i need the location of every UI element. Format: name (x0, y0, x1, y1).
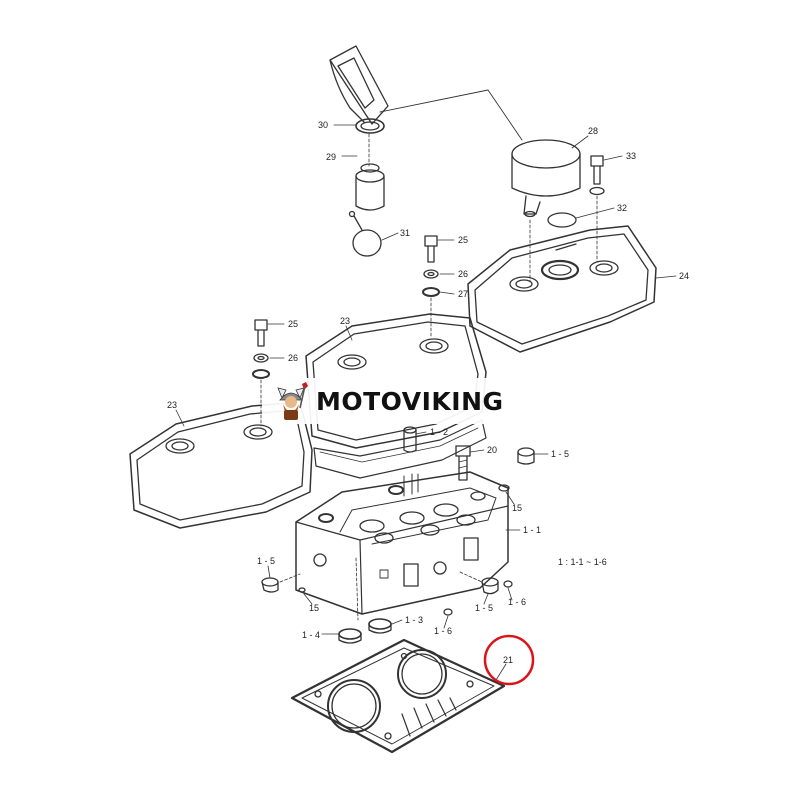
label-1-5-top: 1 - 5 (551, 449, 569, 459)
cover-bolt-upper (422, 235, 440, 297)
label-30: 30 (318, 120, 328, 130)
brand-name: MOTOVIKING (316, 386, 504, 416)
small-ring-bottom (443, 608, 453, 616)
label-27: 27 (458, 289, 468, 299)
label-23-left: 23 (167, 400, 177, 410)
highlight-circle (483, 634, 535, 686)
label-1-1: 1 - 1 (523, 525, 541, 535)
label-24: 24 (679, 271, 689, 281)
label-26-upper: 26 (458, 269, 468, 279)
label-25-lower: 25 (288, 319, 298, 329)
label-1-5-left: 1 - 5 (257, 556, 275, 566)
hose-clamp (355, 118, 385, 134)
cylinder-head (295, 471, 509, 615)
label-1-6-right: 1 - 6 (508, 597, 526, 607)
seal-ring (547, 212, 577, 228)
ratio-note: 1 : 1-1 ~ 1-6 (558, 557, 607, 567)
label-1-4: 1 - 4 (302, 630, 320, 640)
label-32: 32 (617, 203, 627, 213)
dowel-pin (403, 426, 417, 453)
valve-seat-left (338, 628, 362, 644)
label-28: 28 (588, 126, 598, 136)
head-gasket (290, 638, 506, 754)
rocker-cover-23-left (129, 401, 313, 529)
viking-mascot-icon (277, 382, 308, 420)
cover-gasket-middle (313, 419, 487, 479)
label-31: 31 (400, 228, 410, 238)
breather-cap (511, 139, 581, 218)
valve-seat-right (368, 618, 392, 634)
breather-hose (329, 45, 389, 125)
label-15-left: 15 (309, 603, 319, 613)
label-33: 33 (626, 151, 636, 161)
label-25-upper: 25 (458, 235, 468, 245)
label-1-2: 1 - 2 (430, 427, 448, 437)
breather-bolt (589, 155, 605, 196)
label-15-top: 15 (512, 503, 522, 513)
part-labels: 30 29 28 33 32 31 25 26 27 24 23 25 26 2… (167, 120, 689, 665)
small-ring-right (503, 580, 513, 588)
small-ring-top (498, 484, 510, 492)
small-ring-left (298, 587, 306, 593)
label-29: 29 (326, 152, 336, 162)
head-bolt (455, 445, 471, 481)
brand-watermark: MOTOVIKING (262, 378, 534, 424)
label-21: 21 (503, 655, 513, 665)
o-ring-tag (348, 210, 382, 257)
plug-left (261, 577, 279, 593)
label-1-6-bottom: 1 - 6 (434, 626, 452, 636)
plug-cap-top (517, 447, 535, 465)
label-1-3: 1 - 3 (405, 615, 423, 625)
plug-right (481, 577, 499, 595)
label-26-lower: 26 (288, 353, 298, 363)
label-23-middle: 23 (340, 316, 350, 326)
breather-pipe (355, 163, 385, 211)
rocker-cover-24 (467, 225, 657, 353)
cover-bolt-lower (252, 319, 270, 379)
label-1-5-right: 1 - 5 (475, 603, 493, 613)
label-20: 20 (487, 445, 497, 455)
